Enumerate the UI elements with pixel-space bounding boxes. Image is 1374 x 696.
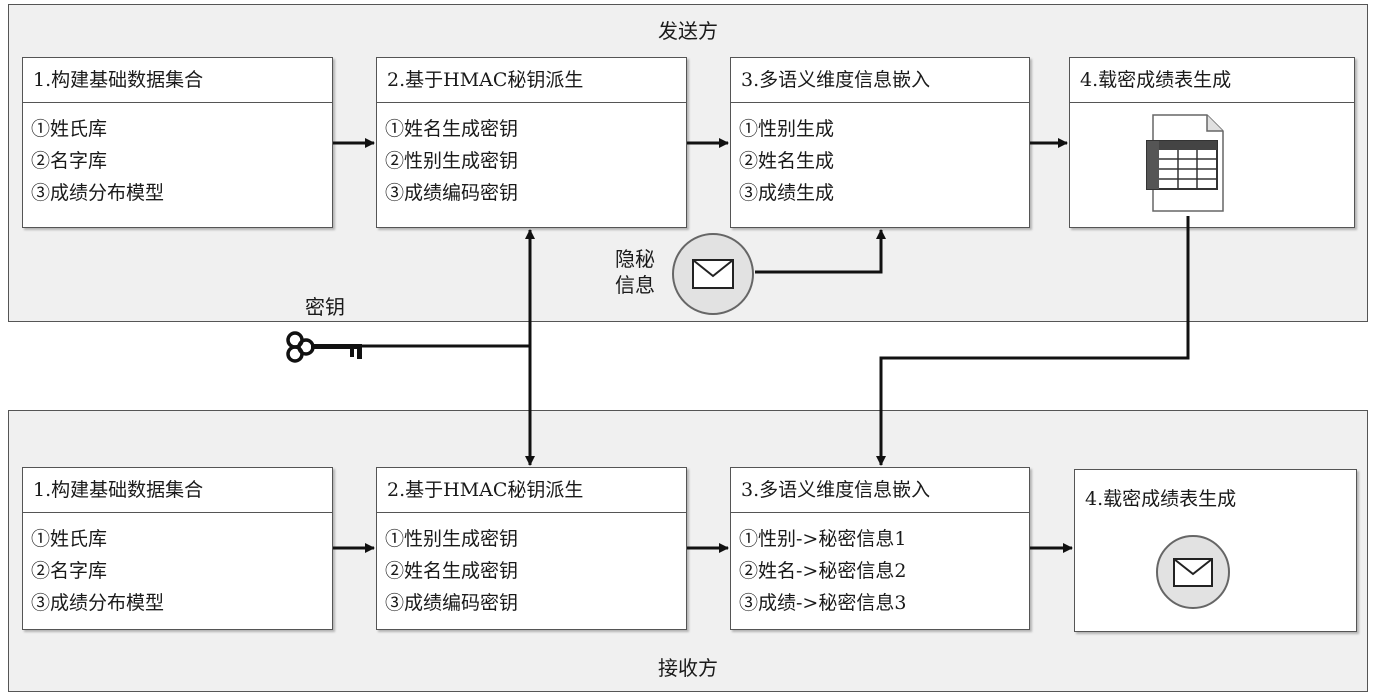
envelope-icon (671, 232, 755, 316)
sender-step-1-item: ①姓氏库 (31, 118, 108, 140)
sender-step-3-box: 3.多语义维度信息嵌入 ①性别生成 ②姓名生成 ③成绩生成 (730, 57, 1030, 228)
receiver-step-2-title: 2.基于HMAC秘钥派生 (377, 468, 686, 513)
sender-step-3-item: ②姓名生成 (739, 150, 835, 172)
spreadsheet-icon (1145, 113, 1227, 213)
sender-step-1-box: 1.构建基础数据集合 ①姓氏库 ②名字库 ③成绩分布模型 (22, 57, 333, 228)
receiver-step-3-item: ①性别->秘密信息1 (739, 528, 907, 550)
receiver-step-2-item: ②姓名生成密钥 (385, 560, 519, 582)
sender-step-3-title: 3.多语义维度信息嵌入 (731, 58, 1029, 103)
receiver-step-3-item: ②姓名->秘密信息2 (739, 560, 907, 582)
receiver-step-1-item: ③成绩分布模型 (31, 592, 165, 614)
receiver-step-1-title: 1.构建基础数据集合 (23, 468, 332, 513)
receiver-step-2-item: ①性别生成密钥 (385, 528, 519, 550)
sender-step-4-box: 4.载密成绩表生成 (1069, 57, 1355, 228)
sender-step-2-item: ②性别生成密钥 (385, 150, 519, 172)
receiver-step-2-box: 2.基于HMAC秘钥派生 ①性别生成密钥 ②姓名生成密钥 ③成绩编码密钥 (376, 467, 687, 630)
sender-step-1-title: 1.构建基础数据集合 (23, 58, 332, 103)
receiver-step-3-box: 3.多语义维度信息嵌入 ①性别->秘密信息1 ②姓名->秘密信息2 ③成绩->秘… (730, 467, 1030, 630)
sender-step-1-item: ③成绩分布模型 (31, 182, 165, 204)
receiver-step-1-item: ①姓氏库 (31, 528, 108, 550)
sender-step-2-title: 2.基于HMAC秘钥派生 (377, 58, 686, 103)
sender-step-2-box: 2.基于HMAC秘钥派生 ①姓名生成密钥 ②性别生成密钥 ③成绩编码密钥 (376, 57, 687, 228)
sender-step-2-item: ③成绩编码密钥 (385, 182, 519, 204)
receiver-step-1-box: 1.构建基础数据集合 ①姓氏库 ②名字库 ③成绩分布模型 (22, 467, 333, 630)
receiver-title: 接收方 (658, 656, 718, 680)
key-icon (284, 330, 368, 364)
receiver-step-2-item: ③成绩编码密钥 (385, 592, 519, 614)
receiver-step-3-item: ③成绩->秘密信息3 (739, 592, 907, 614)
sender-title: 发送方 (658, 19, 718, 43)
envelope-icon (1155, 534, 1231, 610)
sender-step-3-item: ③成绩生成 (739, 182, 835, 204)
sender-step-2-item: ①姓名生成密钥 (385, 118, 519, 140)
receiver-step-4-title: 4.载密成绩表生成 (1085, 488, 1237, 510)
sender-step-4-title: 4.载密成绩表生成 (1070, 58, 1354, 103)
sender-step-1-item: ②名字库 (31, 150, 108, 172)
receiver-step-3-title: 3.多语义维度信息嵌入 (731, 468, 1029, 513)
receiver-step-1-item: ②名字库 (31, 560, 108, 582)
key-label: 密钥 (305, 295, 345, 319)
receiver-step-4-box: 4.载密成绩表生成 (1074, 469, 1357, 632)
secret-info-label: 隐秘 信息 (615, 247, 655, 297)
sender-step-3-item: ①性别生成 (739, 118, 835, 140)
